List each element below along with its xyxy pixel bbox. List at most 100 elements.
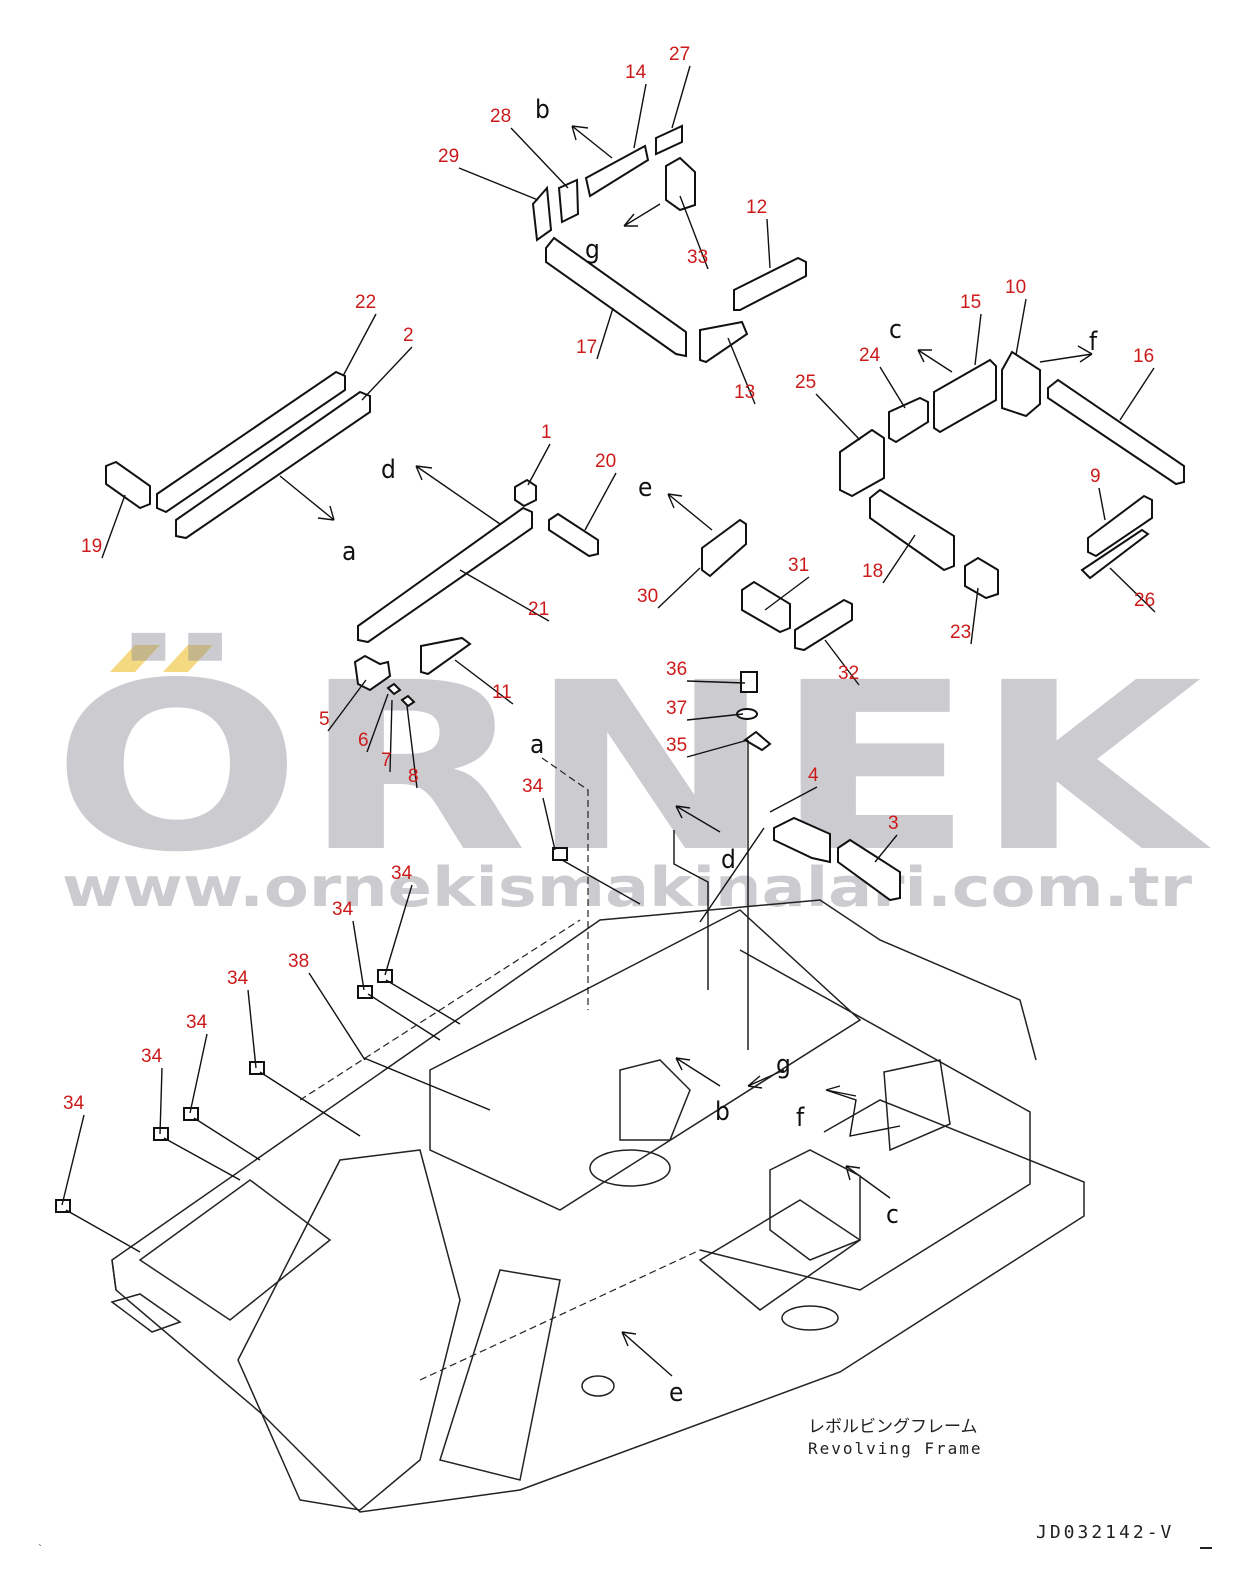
letter-l-e-top: e <box>638 473 652 503</box>
watermark-accent-right <box>163 645 213 672</box>
callout-c32: 32 <box>838 663 859 684</box>
leader-c27 <box>671 65 691 129</box>
leader-c3 <box>874 834 898 863</box>
arrow-c-top <box>917 349 953 373</box>
callout-c34g: 34 <box>63 1093 85 1114</box>
callout-c28: 28 <box>490 106 511 127</box>
part-17 <box>545 236 687 358</box>
frame-hidden-line-2 <box>419 1249 701 1381</box>
part-30 <box>701 518 747 578</box>
letter-l-c-top: c <box>889 315 902 345</box>
callout-c7: 7 <box>381 750 392 771</box>
watermark-url: www.ornekismakinalari.com.tr <box>62 856 1192 919</box>
callout-c37: 37 <box>666 698 687 719</box>
callout-c8: 8 <box>408 766 419 787</box>
leader-c29 <box>458 167 539 201</box>
part-34-f <box>153 1127 169 1141</box>
leader-c24 <box>879 366 906 409</box>
pad-rod-38 <box>363 1057 491 1111</box>
arrow-a-top <box>279 475 335 521</box>
leader-c9 <box>1098 487 1106 521</box>
part-21 <box>357 506 533 644</box>
watermark: ÖRNEK www.ornekismakinalari.com.tr <box>52 632 1211 919</box>
callout-c6: 6 <box>358 730 369 751</box>
callout-c34e: 34 <box>186 1012 208 1033</box>
letter-l-d-mid: d <box>721 845 736 875</box>
pad-rod-e <box>193 1117 261 1161</box>
callout-c24: 24 <box>859 345 881 366</box>
callout-c13: 13 <box>734 382 755 403</box>
callout-c18: 18 <box>862 561 883 582</box>
part-34-d <box>249 1061 265 1075</box>
part-18 <box>869 488 955 572</box>
callout-c1: 1 <box>541 422 552 443</box>
callout-c22: 22 <box>355 292 376 313</box>
frame-outer-deck <box>111 1099 1085 1513</box>
arrow-b-top <box>571 125 613 159</box>
frame-label-english: Revolving Frame <box>808 1439 983 1458</box>
frame-counterweight-mount <box>883 1059 951 1152</box>
frame-swing-circle <box>589 1149 671 1187</box>
part-32 <box>794 598 853 652</box>
arrow-f-mid <box>825 1085 901 1137</box>
leader-c20 <box>584 472 617 531</box>
assembly-line-a <box>541 757 589 1010</box>
callout-c14: 14 <box>625 62 647 83</box>
callout-c36: 36 <box>666 659 687 680</box>
callout-c12: 12 <box>746 197 767 218</box>
pad-rod-b <box>385 979 461 1025</box>
arrow-f-top <box>1039 345 1093 363</box>
arrow-e-top <box>667 493 713 531</box>
leader-c28 <box>510 127 569 189</box>
leader-c34e <box>189 1033 208 1114</box>
callout-leaders <box>61 65 1156 1206</box>
leader-c13 <box>727 337 756 405</box>
leader-c34c <box>352 920 365 991</box>
part-24 <box>888 396 929 444</box>
part-35 <box>743 730 772 752</box>
callout-c30: 30 <box>637 586 658 607</box>
leader-c16 <box>1119 367 1155 421</box>
leader-c6 <box>366 693 389 753</box>
part-9 <box>1087 494 1153 558</box>
leader-c32 <box>824 639 860 686</box>
frame-deck-panel-right <box>698 1199 862 1311</box>
callout-c34c: 34 <box>332 899 354 920</box>
part-14 <box>584 144 650 198</box>
callout-c34f: 34 <box>141 1046 163 1067</box>
leader-c33 <box>679 195 709 270</box>
part-3 <box>837 838 901 902</box>
callout-c34b: 34 <box>391 863 413 884</box>
corner-mark: ` <box>38 1543 43 1555</box>
leader-c30 <box>657 567 701 609</box>
callout-c16: 16 <box>1133 346 1154 367</box>
leader-c23 <box>970 587 979 645</box>
letter-l-c-mid: c <box>886 1200 899 1230</box>
part-34-b <box>377 969 393 983</box>
leader-c34d <box>247 989 257 1069</box>
callout-c31: 31 <box>788 555 809 576</box>
callout-c38: 38 <box>288 951 309 972</box>
letter-l-d-top: d <box>381 455 396 485</box>
frame-center-beam <box>429 909 862 1211</box>
leader-c18 <box>882 534 916 584</box>
callout-c19: 19 <box>81 536 102 557</box>
exploded-parts <box>55 124 1185 1213</box>
part-6 <box>386 682 402 696</box>
leader-c25 <box>815 393 861 441</box>
part-11 <box>420 636 472 676</box>
callout-c34a: 34 <box>522 776 544 797</box>
letter-l-g-top: g <box>585 235 600 265</box>
pad-rod-c <box>367 993 441 1041</box>
frame-hidden-line-1 <box>299 919 581 1101</box>
part-15 <box>933 358 997 434</box>
leader-c4 <box>769 786 818 813</box>
frame-bracket-c <box>769 1149 861 1261</box>
part-12 <box>733 256 807 311</box>
letter-l-f-mid: f <box>796 1103 805 1133</box>
leader-c34f <box>159 1067 163 1135</box>
part-5 <box>353 654 392 692</box>
leader-c14 <box>633 83 647 149</box>
frame-label-japanese: レボルビングフレーム <box>808 1417 978 1437</box>
